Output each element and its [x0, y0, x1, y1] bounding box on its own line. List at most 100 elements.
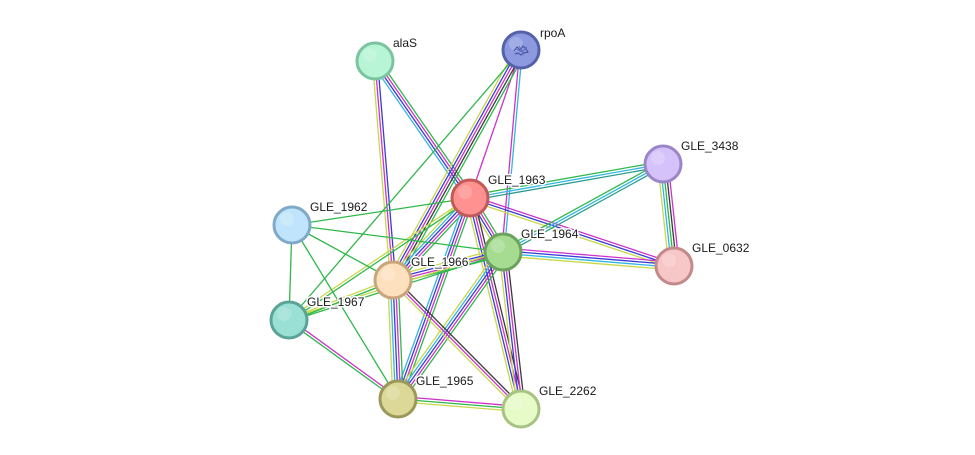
edge-evidence-line: [390, 281, 520, 412]
node-circle[interactable]: [643, 144, 683, 184]
node-highlight: [491, 239, 505, 253]
edge-evidence-line: [291, 197, 471, 226]
node-circle[interactable]: [501, 389, 541, 429]
node-circle[interactable]: [654, 246, 694, 286]
edge-evidence-line: [289, 318, 400, 399]
node-GLE_1967[interactable]: [269, 300, 309, 340]
node-label: GLE_1966: [411, 255, 469, 269]
node-label-halo: GLE_1966: [411, 255, 469, 269]
node-label: GLE_2262: [539, 384, 597, 398]
edge-GLE_1963-GLE_3438[interactable]: [469, 160, 664, 202]
edge-evidence-line: [371, 62, 468, 201]
edge-rpoA-GLE_1967[interactable]: [288, 49, 522, 321]
node-highlight: [509, 396, 523, 410]
edge-evidence-line: [503, 247, 675, 263]
node-label: rpoA: [540, 26, 565, 40]
edge-GLE_1966-GLE_2262[interactable]: [390, 277, 524, 412]
edge-evidence-line: [502, 252, 674, 268]
edge-evidence-line: [398, 395, 522, 408]
edge-evidence-line: [501, 252, 521, 410]
edge-evidence-line: [501, 49, 521, 252]
node-label-halo: GLE_1965: [416, 374, 474, 388]
protein-structure-icon: [513, 45, 529, 56]
node-circle[interactable]: [355, 41, 395, 81]
edge-evidence-line: [394, 50, 524, 282]
edge-evidence-line: [397, 251, 504, 400]
node-GLE_1966[interactable]: [373, 260, 413, 300]
edge-evidence-line: [503, 50, 523, 253]
edge-evidence-line: [377, 58, 474, 197]
edge-evidence-line: [371, 61, 392, 281]
edge-GLE_1963-GLE_2262[interactable]: [465, 196, 526, 411]
node-GLE_2262[interactable]: [501, 389, 541, 429]
edge-evidence-line: [401, 254, 508, 403]
node-GLE_0632[interactable]: [654, 246, 694, 286]
edge-evidence-line: [468, 198, 521, 410]
node-GLE_1964[interactable]: [483, 232, 523, 272]
edge-GLE_1963-GLE_1965[interactable]: [393, 196, 475, 401]
node-label-halo: GLE_1967: [307, 295, 365, 309]
node-highlight: [662, 253, 676, 267]
node-label-halo: rpoA: [540, 26, 565, 40]
edge-GLE_1963-GLE_0632[interactable]: [468, 194, 676, 270]
edge-evidence-line: [503, 251, 523, 409]
edges-layer: [287, 47, 680, 413]
node-highlight: [386, 386, 400, 400]
edge-evidence-line: [389, 280, 397, 400]
node-label: GLE_1965: [416, 374, 474, 388]
node-highlight: [458, 185, 472, 199]
edge-evidence-line: [394, 277, 524, 408]
node-label-halo: GLE_1964: [521, 227, 579, 241]
edge-evidence-line: [470, 197, 523, 409]
edge-evidence-line: [398, 198, 472, 400]
node-circle[interactable]: [378, 379, 418, 419]
node-circle[interactable]: [450, 178, 490, 218]
node-circle[interactable]: [269, 300, 309, 340]
edge-evidence-line: [469, 197, 675, 267]
node-alaS[interactable]: [355, 41, 395, 81]
edge-evidence-line: [470, 165, 664, 202]
node-GLE_1962[interactable]: [272, 205, 312, 245]
edge-evidence-line: [291, 224, 399, 400]
edge-rpoA-GLE_1964[interactable]: [501, 49, 523, 253]
edge-evidence-line: [387, 47, 518, 278]
node-GLE_1963[interactable]: [450, 178, 490, 218]
edge-GLE_1964-GLE_1965[interactable]: [393, 248, 508, 403]
edge-GLE_1962-GLE_1965[interactable]: [291, 224, 399, 400]
edge-GLE_1964-GLE_1962[interactable]: [291, 224, 504, 253]
node-label-halo: GLE_1963: [488, 173, 546, 187]
edge-GLE_1964-GLE_0632[interactable]: [502, 247, 675, 271]
edge-evidence-line: [469, 163, 664, 199]
nodes-layer: [269, 30, 694, 429]
edge-GLE_1965-GLE_2262[interactable]: [397, 395, 522, 413]
edge-evidence-line: [287, 196, 470, 320]
labels-layer: rpoArpoAalaSalaSGLE_1963GLE_1963GLE_3438…: [306, 25, 752, 400]
edge-GLE_1964-GLE_2262[interactable]: [498, 251, 526, 410]
node-circle[interactable]: [272, 205, 312, 245]
edge-GLE_1963-GLE_1962[interactable]: [291, 197, 471, 226]
edge-evidence-line: [498, 252, 518, 410]
edge-GLE_1966-GLE_1965[interactable]: [387, 279, 404, 400]
node-rpoA[interactable]: [501, 30, 541, 70]
edge-evidence-line: [397, 398, 522, 410]
node-circle[interactable]: [373, 260, 413, 300]
edge-evidence-line: [502, 255, 674, 271]
edge-evidence-line: [395, 250, 502, 398]
edge-evidence-line: [392, 279, 399, 400]
node-label-halo: GLE_3438: [681, 139, 739, 153]
node-GLE_3438[interactable]: [643, 144, 683, 184]
node-circle[interactable]: [483, 232, 523, 272]
edge-GLE_1967-GLE_1965[interactable]: [287, 318, 400, 401]
edge-evidence-line: [387, 280, 394, 400]
edge-evidence-line: [392, 279, 522, 410]
node-label: GLE_1962: [310, 200, 368, 214]
edge-GLE_1963-GLE_1967[interactable]: [287, 196, 472, 322]
edge-evidence-line: [397, 400, 521, 413]
node-GLE_1965[interactable]: [378, 379, 418, 419]
edge-alaS-GLE_1966[interactable]: [371, 60, 397, 281]
edge-GLE_1964-GLE_3438[interactable]: [501, 161, 665, 255]
node-highlight: [651, 151, 665, 165]
edge-evidence-line: [373, 61, 470, 200]
edge-evidence-line: [393, 196, 467, 398]
